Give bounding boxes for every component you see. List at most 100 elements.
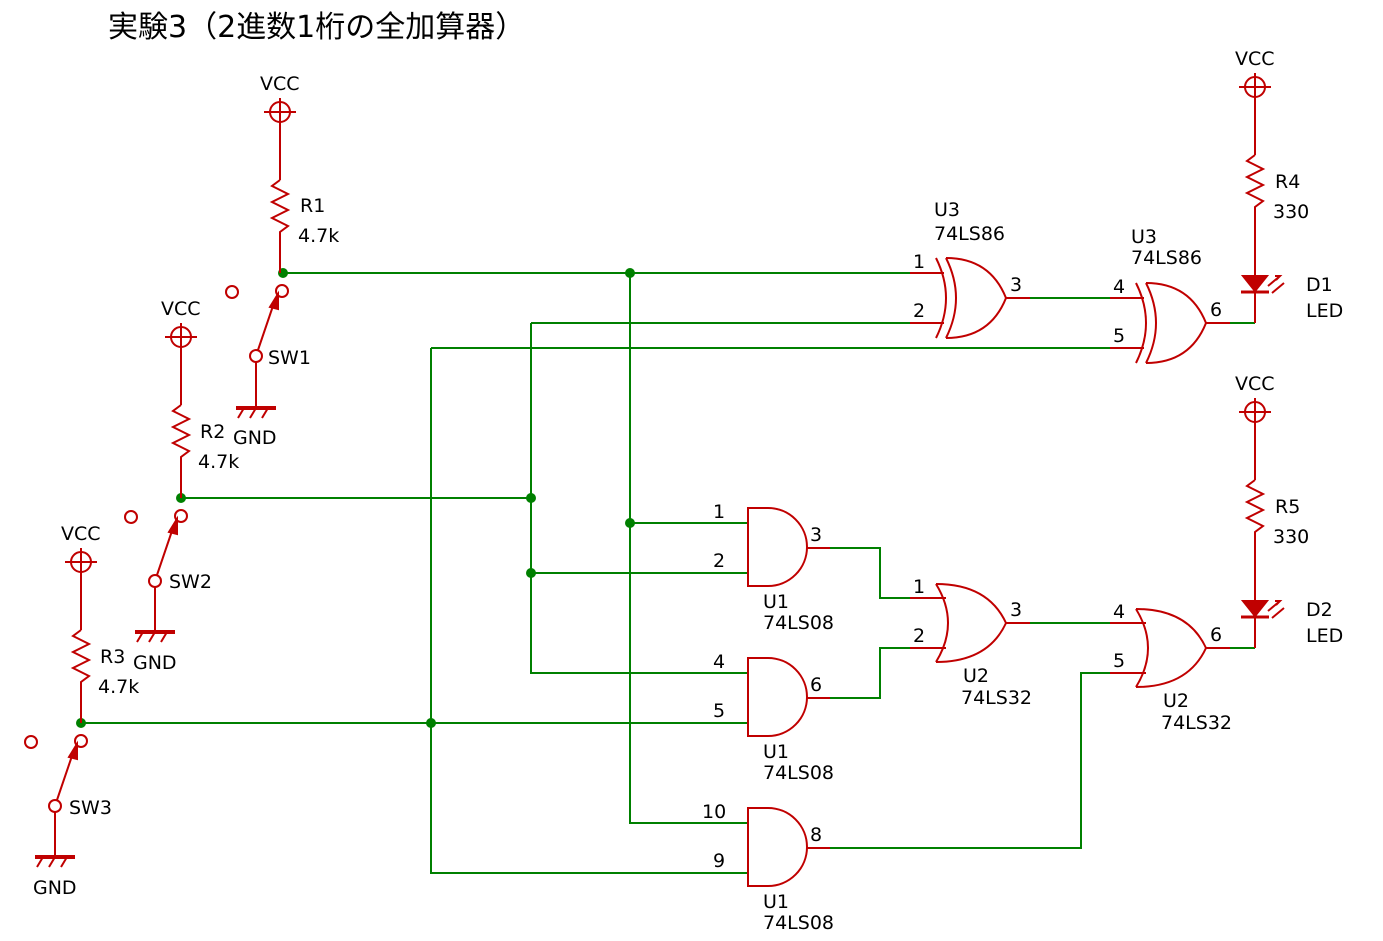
svg-text:R2: R2 (200, 421, 225, 443)
wire-net-b (181, 322, 910, 674)
svg-text:2: 2 (713, 550, 725, 572)
svg-text:3: 3 (1010, 274, 1022, 296)
svg-text:5: 5 (1113, 650, 1125, 672)
svg-text:74LS08: 74LS08 (763, 762, 834, 784)
svg-text:6: 6 (810, 674, 822, 696)
wire-and1-out (830, 547, 910, 599)
gnd-symbol: GND (33, 855, 77, 899)
or-gate-u2b: 4 5 6 U2 74LS32 (1110, 601, 1232, 734)
and-gate-u1a: 1 2 3 U1 74LS08 (713, 501, 834, 634)
vcc-symbol: VCC (1235, 373, 1275, 480)
svg-text:6: 6 (1210, 299, 1222, 321)
wire-and2-out (830, 647, 910, 699)
svg-text:VCC: VCC (1235, 373, 1275, 395)
svg-text:74LS32: 74LS32 (1161, 712, 1232, 734)
svg-text:U2: U2 (1163, 690, 1189, 712)
svg-text:10: 10 (702, 801, 726, 823)
resistor-r2: R2 4.7k (170, 404, 239, 498)
svg-text:2: 2 (913, 625, 925, 647)
wire-net-a (283, 272, 910, 824)
svg-text:5: 5 (1113, 325, 1125, 347)
svg-text:U2: U2 (963, 665, 989, 687)
xor-gate-u3a: 1 2 3 U3 74LS86 (910, 199, 1030, 339)
svg-text:9: 9 (713, 850, 725, 872)
junction-dot (625, 268, 635, 278)
switch-sw1: SW1 (225, 284, 311, 408)
svg-text:4: 4 (1113, 276, 1125, 298)
svg-text:5: 5 (713, 700, 725, 722)
vcc-symbol: VCC (1235, 48, 1275, 155)
svg-text:LED: LED (1306, 625, 1343, 647)
wires (81, 272, 1255, 874)
resistor-r3: R3 4.7k (70, 629, 139, 723)
xor-gate-u3b: 4 5 6 U3 74LS86 (1110, 226, 1230, 364)
svg-text:4: 4 (713, 651, 725, 673)
svg-text:74LS32: 74LS32 (961, 687, 1032, 709)
resistor-r5: R5 330 (1244, 479, 1309, 601)
svg-text:1: 1 (913, 576, 925, 598)
led-d1: D1 LED (1240, 274, 1343, 323)
svg-text:U1: U1 (763, 891, 789, 913)
svg-text:4.7k: 4.7k (298, 225, 339, 247)
svg-text:1: 1 (913, 251, 925, 273)
svg-text:GND: GND (233, 427, 277, 449)
svg-text:6: 6 (1210, 624, 1222, 646)
svg-text:GND: GND (33, 877, 77, 899)
output-stage-sum: VCC R4 330 D1 LED (1235, 48, 1343, 323)
svg-text:4.7k: 4.7k (98, 676, 139, 698)
svg-text:SW3: SW3 (69, 797, 112, 819)
svg-text:R5: R5 (1275, 496, 1300, 518)
svg-text:8: 8 (810, 824, 822, 846)
junction-dot (526, 493, 536, 503)
svg-text:VCC: VCC (161, 298, 201, 320)
vcc-symbol: VCC (61, 523, 101, 630)
switch-sw2: SW2 (124, 509, 212, 632)
svg-text:R3: R3 (100, 646, 125, 668)
svg-text:330: 330 (1273, 526, 1309, 548)
svg-text:GND: GND (133, 652, 177, 674)
switch-sw3: SW3 (24, 734, 112, 857)
gnd-symbol: GND (133, 630, 177, 674)
gnd-symbol: GND (233, 406, 277, 449)
and-gate-u1b: 4 5 6 U1 74LS08 (713, 651, 834, 784)
input-stage-1: VCC R1 4.7k SW1 GND (225, 73, 339, 449)
or-gate-u2a: 1 2 3 U2 74LS32 (910, 576, 1032, 709)
svg-text:2: 2 (913, 300, 925, 322)
page-title: 実験3（2進数1桁の全加算器） (108, 10, 526, 45)
svg-text:SW2: SW2 (169, 571, 212, 593)
svg-text:74LS08: 74LS08 (763, 912, 834, 934)
output-stage-carry: VCC R5 330 D2 LED (1235, 373, 1343, 648)
svg-text:330: 330 (1273, 201, 1309, 223)
junction-dot (426, 718, 436, 728)
svg-text:3: 3 (1010, 599, 1022, 621)
junctions (76, 268, 635, 728)
vcc-symbol: VCC (161, 298, 201, 405)
junction-dot (526, 568, 536, 578)
resistor-r1: R1 4.7k (269, 179, 339, 273)
junction-dot (625, 518, 635, 528)
svg-text:74LS08: 74LS08 (763, 612, 834, 634)
wire-net-cin (81, 347, 1110, 874)
svg-text:U3: U3 (934, 199, 960, 221)
and-gate-u1c: 10 9 8 U1 74LS08 (702, 801, 834, 934)
svg-text:D1: D1 (1306, 274, 1333, 296)
svg-text:U3: U3 (1131, 226, 1157, 248)
svg-text:74LS86: 74LS86 (1131, 247, 1202, 269)
svg-text:1: 1 (713, 501, 725, 523)
svg-text:U1: U1 (763, 591, 789, 613)
vcc-symbol: VCC (260, 73, 300, 180)
svg-text:SW1: SW1 (268, 347, 311, 369)
svg-text:74LS86: 74LS86 (934, 223, 1005, 245)
svg-text:R4: R4 (1275, 171, 1300, 193)
svg-text:R1: R1 (300, 195, 325, 217)
svg-text:VCC: VCC (61, 523, 101, 545)
led-d2: D2 LED (1240, 599, 1343, 648)
input-stage-3: VCC R3 4.7k SW3 GND (24, 523, 139, 899)
svg-text:D2: D2 (1306, 599, 1333, 621)
svg-text:U1: U1 (763, 741, 789, 763)
svg-text:VCC: VCC (1235, 48, 1275, 70)
svg-text:4: 4 (1113, 601, 1125, 623)
input-stage-2: VCC R2 4.7k SW2 GND (124, 298, 239, 674)
svg-text:VCC: VCC (260, 73, 300, 95)
